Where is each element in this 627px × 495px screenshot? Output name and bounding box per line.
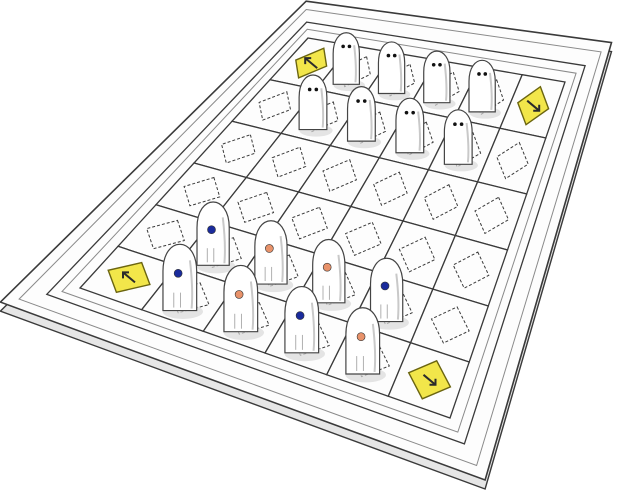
red-marker-dot <box>235 290 243 298</box>
ghost-eye <box>393 54 397 58</box>
blue-marker-dot <box>174 269 182 277</box>
ghost-eye <box>483 72 487 76</box>
ghost-eye <box>356 99 360 103</box>
red-marker-dot <box>265 244 273 252</box>
ghost-eye <box>387 54 391 58</box>
blue-marker-dot <box>381 282 389 290</box>
blue-marker-dot <box>296 312 304 320</box>
ghost-eye <box>432 63 436 67</box>
ghost-eye <box>348 45 352 49</box>
ghost-eye <box>405 111 409 115</box>
ghost-eye <box>453 122 457 126</box>
ghost-eye <box>460 122 464 126</box>
blue-marker-dot <box>208 226 216 234</box>
red-marker-dot <box>357 333 365 341</box>
ghost-eye <box>438 63 442 67</box>
ghost-eye <box>315 88 319 92</box>
ghost-eye <box>308 88 312 92</box>
ghost-eye <box>411 111 415 115</box>
red-marker-dot <box>323 263 331 271</box>
ghost-eye <box>363 99 367 103</box>
ghost-eye <box>341 45 345 49</box>
ghost-eye <box>477 72 481 76</box>
